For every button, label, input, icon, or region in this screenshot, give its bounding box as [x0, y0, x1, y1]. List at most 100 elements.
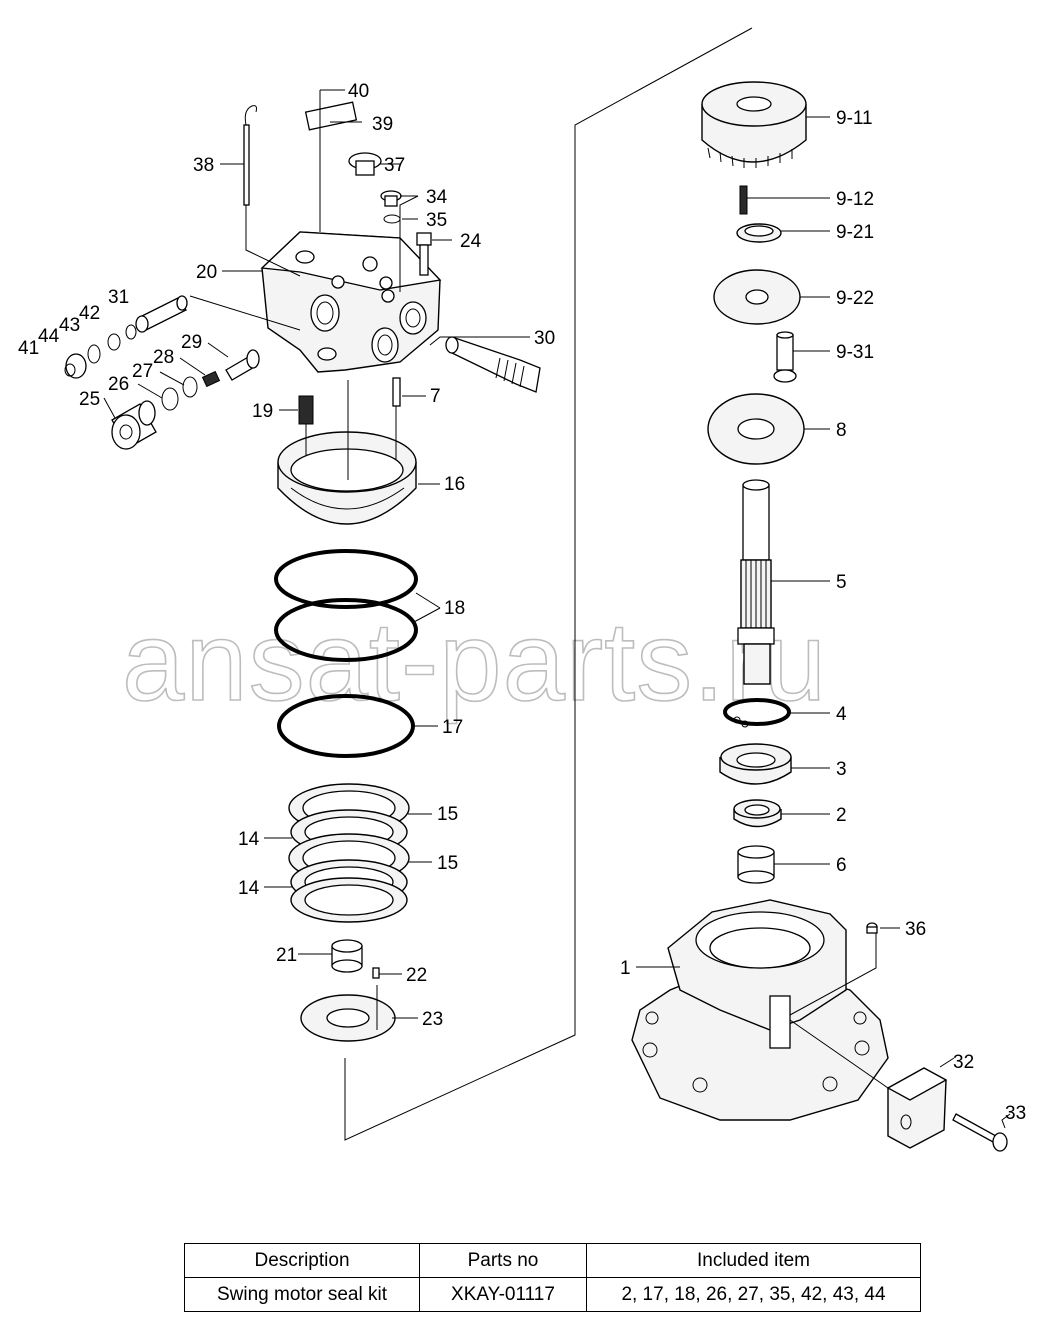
bolt-24	[416, 232, 432, 276]
callout-label: 24	[460, 231, 482, 252]
callout-label: 30	[534, 328, 555, 349]
backup-ring-18a	[274, 549, 418, 609]
assembly-frame-line	[344, 27, 753, 1141]
table-row: Swing motor seal kit XKAY-01117 2, 17, 1…	[184, 1277, 921, 1312]
callout-label: 41	[18, 338, 39, 359]
plug-37	[348, 152, 382, 176]
callout-label: 20	[196, 262, 217, 283]
valve-plate-23	[300, 994, 396, 1042]
pin-7	[392, 377, 401, 407]
callout-label: 14	[238, 829, 260, 850]
plug-41	[64, 353, 87, 379]
friction-plates-14-15	[288, 783, 410, 923]
exploded-parts-diagram: ansat-parts.ru	[18, 27, 1026, 1152]
callout-label: 9-22	[836, 288, 874, 309]
backup-ring-18b	[274, 598, 418, 662]
callout-label: 32	[953, 1052, 974, 1073]
callout-label: 44	[38, 326, 60, 347]
plug-25	[111, 400, 157, 450]
bolt-33	[952, 1113, 1008, 1152]
callout-label: 15	[437, 804, 458, 825]
callout-label: 29	[181, 332, 202, 353]
column-header-description: Description	[184, 1243, 420, 1278]
callout-label: 36	[905, 919, 926, 940]
plug-34	[380, 190, 402, 207]
callout-label: 14	[238, 878, 260, 899]
o-ring-43	[107, 333, 121, 351]
cell-parts-no: XKAY-01117	[419, 1277, 587, 1312]
bushing-6	[737, 845, 775, 884]
callout-label: 1	[620, 958, 631, 979]
callout-label: 25	[79, 389, 100, 410]
callout-label: 27	[132, 361, 153, 382]
o-ring-35	[383, 214, 401, 224]
callout-label: 22	[406, 965, 427, 986]
shoe-plate-8	[707, 393, 805, 465]
valve-cover-block	[260, 231, 442, 373]
callout-label: 21	[276, 945, 297, 966]
pin-22	[372, 967, 380, 979]
callout-label: 33	[1005, 1103, 1026, 1124]
callout-label: 9-11	[836, 108, 873, 129]
callout-label: 7	[430, 386, 441, 407]
callout-label: 9-21	[836, 222, 874, 243]
callout-label: 9-12	[836, 189, 874, 210]
plug-29	[225, 349, 260, 381]
callout-label: 42	[79, 303, 100, 324]
spring-9-12	[739, 185, 748, 215]
casing-1	[631, 899, 889, 1121]
piston-shoe-9-31	[773, 331, 797, 383]
plug-31	[135, 295, 188, 333]
o-ring-42	[125, 324, 137, 340]
callout-label: 8	[836, 420, 847, 441]
plug-36	[866, 922, 878, 934]
callout-label: 35	[426, 210, 447, 231]
callout-label: 3	[836, 759, 847, 780]
callout-label: 34	[426, 187, 448, 208]
cell-included-item: 2, 17, 18, 26, 27, 35, 42, 43, 44	[586, 1277, 921, 1312]
table-header-row: Description Parts no Included item	[184, 1243, 921, 1278]
callout-label: 26	[108, 374, 129, 395]
roller-bearing-3	[719, 743, 792, 785]
callout-label: 40	[348, 81, 369, 102]
callout-label: 37	[384, 155, 405, 176]
callout-label: 9-31	[836, 342, 874, 363]
callout-label: 23	[422, 1009, 443, 1030]
cell-description: Swing motor seal kit	[184, 1277, 420, 1312]
brake-piston-16	[277, 431, 417, 525]
spring-19	[298, 395, 314, 425]
callout-label: 18	[444, 598, 465, 619]
needle-bearing-21	[331, 939, 363, 973]
callout-label: 43	[59, 315, 80, 336]
callout-labels: 40 39 38 37 34 35 24 20 31 42 43 44 41 3…	[18, 81, 1026, 1124]
block-32	[886, 1067, 948, 1149]
left-leader-lines	[103, 89, 530, 1030]
relief-valve-30	[445, 336, 541, 393]
callout-label: 19	[252, 401, 273, 422]
callout-label: 38	[193, 155, 214, 176]
o-ring-44	[87, 344, 101, 364]
watermark: ansat-parts.ru	[122, 599, 827, 724]
rotary-block-9-11	[701, 81, 807, 168]
callout-label: 28	[153, 347, 174, 368]
set-plate-9-22	[713, 269, 801, 325]
column-header-included-item: Included item	[586, 1243, 921, 1278]
callout-label: 31	[108, 287, 129, 308]
spring-28	[201, 370, 221, 388]
callout-label: 39	[372, 114, 393, 135]
snap-ring-4	[723, 698, 791, 728]
drive-shaft-5	[737, 479, 775, 685]
column-header-parts-no: Parts no	[419, 1243, 587, 1278]
pin-38	[243, 105, 257, 206]
callout-label: 4	[836, 704, 847, 725]
seal-kit-table: Description Parts no Included item Swing…	[184, 1243, 921, 1312]
callout-label: 16	[444, 474, 465, 495]
callout-label: 17	[442, 717, 463, 738]
oil-seal-2	[733, 799, 782, 828]
callout-label: 2	[836, 805, 847, 826]
name-plate-39	[304, 101, 358, 131]
callout-label: 5	[836, 572, 847, 593]
spherical-bushing-9-21	[736, 223, 782, 243]
right-leader-lines	[636, 116, 1011, 1129]
o-ring-26	[161, 387, 179, 411]
